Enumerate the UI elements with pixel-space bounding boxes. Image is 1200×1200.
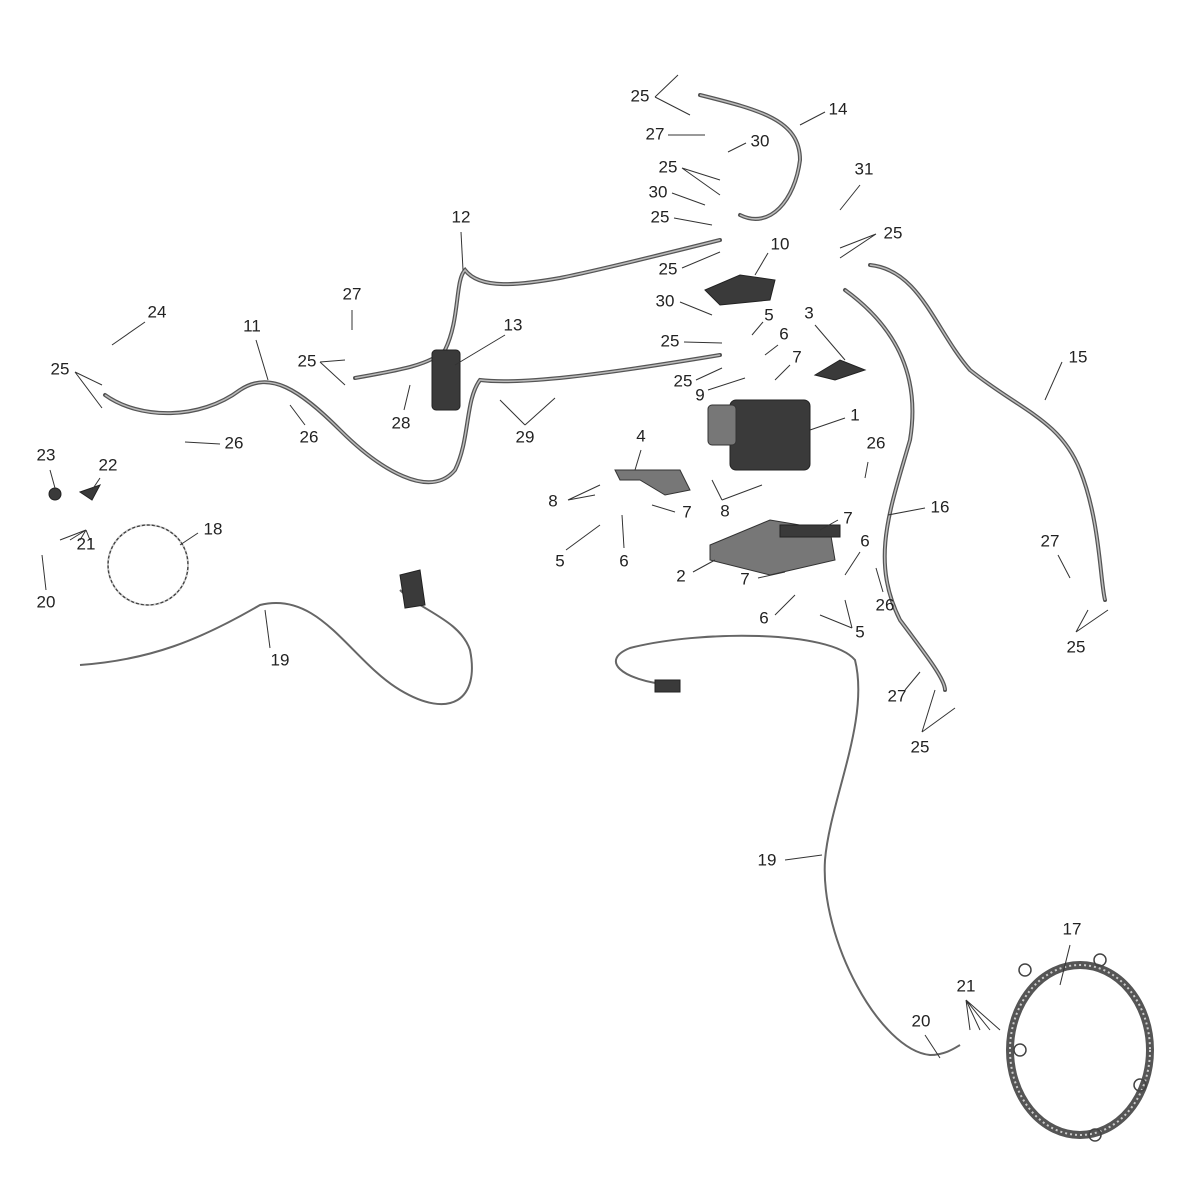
hose-11 (103, 353, 722, 485)
callout-label: 7 (843, 508, 852, 527)
bolt-23 (48, 487, 62, 501)
callout-label: 27 (888, 686, 907, 705)
callout-label: 6 (759, 608, 768, 627)
speed-sensor-front (399, 569, 426, 609)
callout-label: 25 (51, 359, 70, 378)
sensor-wire-19-rear (615, 634, 961, 1057)
callout-label: 26 (300, 427, 319, 446)
hose-15 (868, 263, 1107, 602)
callout-label: 25 (631, 86, 650, 105)
callout-label: 20 (912, 1011, 931, 1030)
callout-label: 19 (758, 850, 777, 869)
callout-label: 4 (636, 426, 645, 445)
callout-label: 7 (682, 502, 691, 521)
abs-ring-18 (107, 524, 189, 606)
callout-label: 6 (860, 531, 869, 550)
callout-label: 8 (720, 501, 729, 520)
callout-label: 6 (619, 551, 628, 570)
callout-label: 14 (829, 99, 848, 118)
abs-modulator-1 (707, 399, 811, 471)
callout-label: 23 (37, 445, 56, 464)
callout-label: 26 (225, 433, 244, 452)
callout-label: 30 (649, 182, 668, 201)
callout-label: 27 (343, 284, 362, 303)
bracket-2 (709, 519, 841, 576)
callout-label: 9 (695, 385, 704, 404)
callout-label: 2 (676, 566, 685, 585)
callout-label: 25 (651, 207, 670, 226)
junction-10 (704, 274, 776, 306)
callout-label: 15 (1069, 347, 1088, 366)
callout-label: 6 (779, 324, 788, 343)
callout-label: 8 (548, 491, 557, 510)
callout-label: 25 (884, 223, 903, 242)
callout-label: 25 (659, 259, 678, 278)
leader-lines (41, 74, 1109, 1059)
callout-label: 22 (99, 455, 118, 474)
callout-label: 31 (855, 159, 874, 178)
callout-label: 3 (804, 303, 813, 322)
clip-22 (78, 484, 102, 501)
callout-label: 19 (271, 650, 290, 669)
callout-label: 13 (504, 315, 523, 334)
callout-label: 26 (876, 595, 895, 614)
callout-label: 25 (298, 351, 317, 370)
callout-label: 7 (792, 347, 801, 366)
callout-label: 5 (555, 551, 564, 570)
callout-label: 7 (740, 569, 749, 588)
callout-label: 29 (516, 427, 535, 446)
bracket-3 (813, 359, 867, 381)
callout-label: 24 (148, 302, 167, 321)
callout-label: 26 (867, 433, 886, 452)
callout-label: 25 (661, 331, 680, 350)
callout-label: 21 (957, 976, 976, 995)
callout-label: 5 (855, 622, 864, 641)
hose-16 (843, 288, 947, 692)
callout-label: 17 (1063, 919, 1082, 938)
callout-label: 25 (911, 737, 930, 756)
callout-label: 20 (37, 592, 56, 611)
abs-ring-17 (1006, 953, 1154, 1142)
callout-label: 25 (659, 157, 678, 176)
bracket-4 (614, 469, 691, 496)
callout-label: 5 (764, 305, 773, 324)
callout-label: 16 (931, 497, 950, 516)
speed-sensor-rear (654, 679, 681, 693)
callout-label: 1 (850, 405, 859, 424)
callout-label: 18 (204, 519, 223, 538)
callout-label: 25 (674, 371, 693, 390)
callout-label: 21 (77, 534, 96, 553)
callout-label: 25 (1067, 637, 1086, 656)
junction-13 (431, 349, 461, 411)
callout-label: 12 (452, 207, 471, 226)
callout-label: 27 (646, 124, 665, 143)
callout-label: 28 (392, 413, 411, 432)
callout-label: 30 (751, 131, 770, 150)
callout-label: 30 (656, 291, 675, 310)
callout-label: 11 (243, 316, 261, 335)
hose-14 (698, 93, 803, 221)
callout-labels: 25 27 30 14 25 30 25 12 31 25 10 25 27 2… (37, 86, 1088, 1030)
sensor-wire-19-front (79, 589, 473, 706)
callout-label: 27 (1041, 531, 1060, 550)
callout-label: 10 (771, 234, 790, 253)
